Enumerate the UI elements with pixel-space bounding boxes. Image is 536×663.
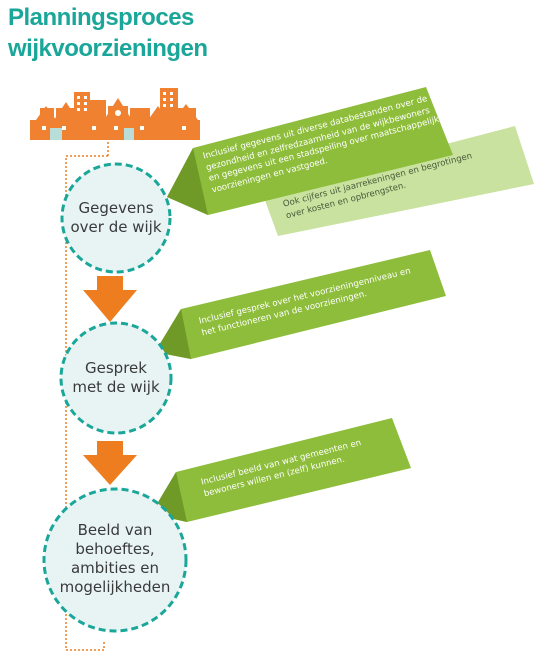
title-line-2: wijkvoorzieningen (8, 35, 208, 62)
city-skyline-icon (30, 88, 200, 140)
title-line-1: Planningsproces (8, 4, 194, 31)
diagram-title: Planningsproces wijkvoorzieningen (8, 2, 208, 64)
step-circle-conversation (59, 321, 173, 435)
down-arrow-2 (83, 441, 137, 485)
down-arrow-1 (83, 276, 137, 322)
step-circle-data (60, 162, 172, 274)
feedback-loop-line (65, 140, 109, 651)
step-label-conversation: Gesprek met de wijk (72, 359, 160, 396)
callout-conversation-arrow (155, 250, 446, 359)
callout-finance-arrow (262, 126, 534, 236)
step-circle-picture (42, 487, 188, 633)
step-label-data: Gegevens over de wijk (70, 199, 162, 236)
callout-data-arrow (167, 87, 453, 215)
step-label-picture: Beeld van behoeftes, ambities en mogelij… (59, 521, 171, 596)
